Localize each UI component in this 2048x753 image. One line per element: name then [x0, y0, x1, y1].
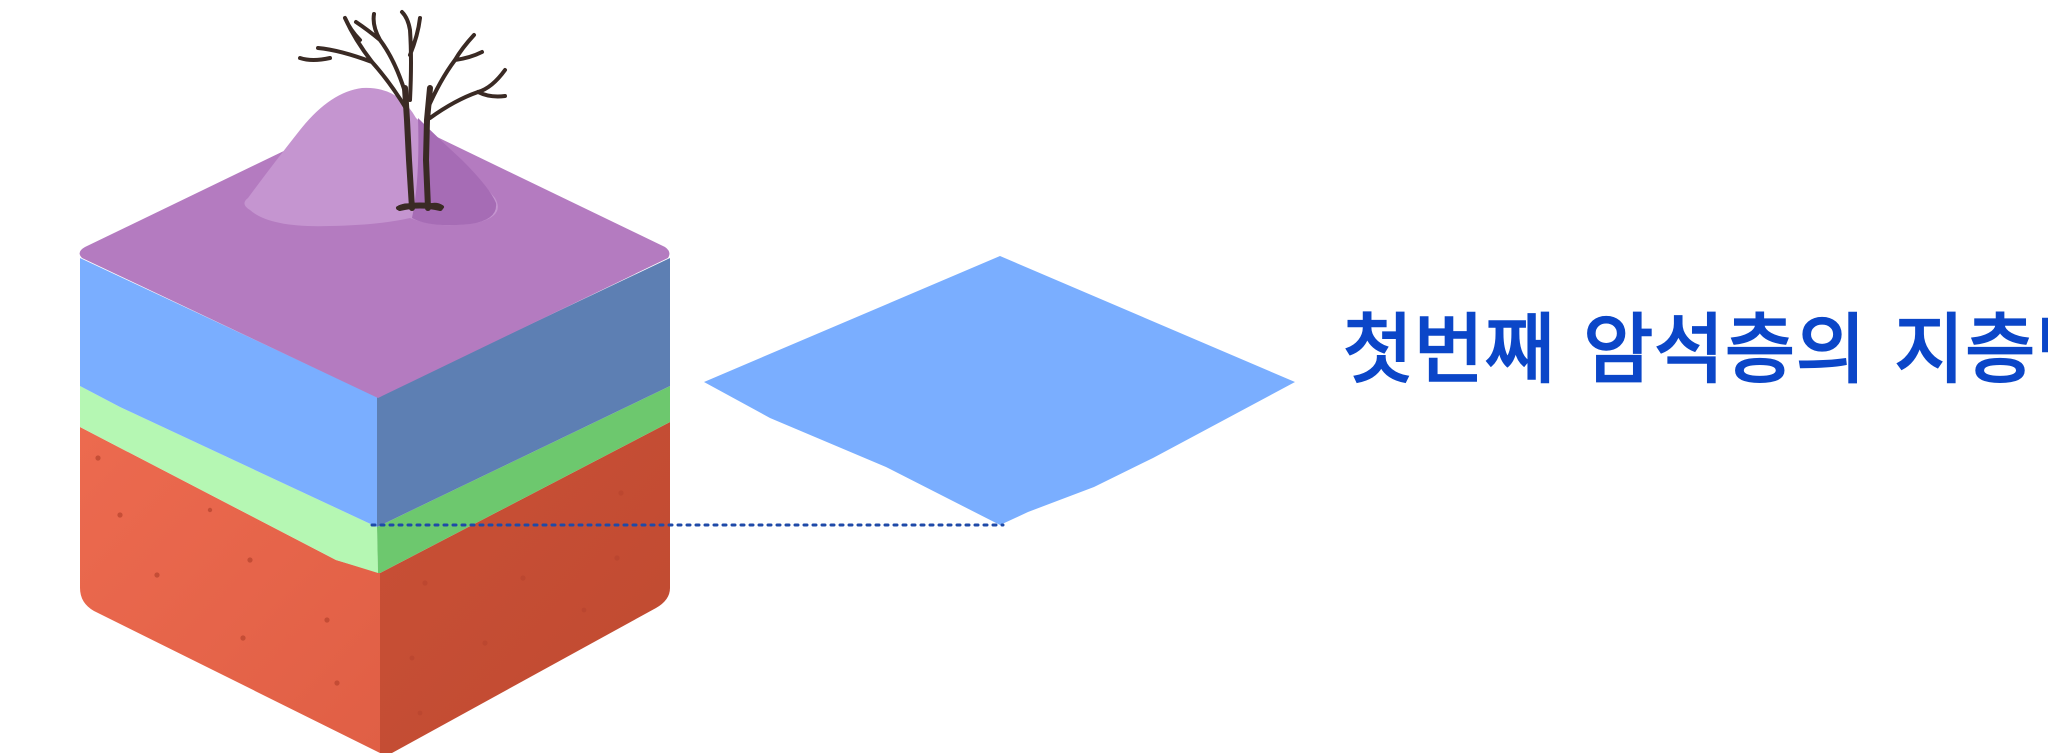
- red-layer-left-face: [80, 427, 380, 753]
- tree-branches: [298, 10, 507, 120]
- tree-roots: [396, 202, 444, 210]
- green-layer-right-face: [377, 386, 670, 573]
- green-layer-left-face: [80, 386, 378, 573]
- bare-tree: [298, 10, 507, 211]
- topsoil-mound-shadow: [412, 118, 497, 226]
- blue-layer-left-face: [80, 258, 377, 527]
- bedding-plane-caption: 첫번째 암석층의 지층면: [1343, 305, 2048, 394]
- red-layer-speckles: [95, 455, 624, 716]
- red-rock-layer: [80, 422, 670, 753]
- red-layer-right-face: [380, 422, 670, 753]
- topsoil-top-face: [79, 107, 670, 398]
- topsoil-surface: [79, 87, 670, 398]
- blue-layer-right-face: [377, 258, 670, 527]
- green-rock-layer: [80, 386, 670, 573]
- blue-rock-layer: [80, 258, 670, 527]
- bedding-plane: [704, 256, 1295, 525]
